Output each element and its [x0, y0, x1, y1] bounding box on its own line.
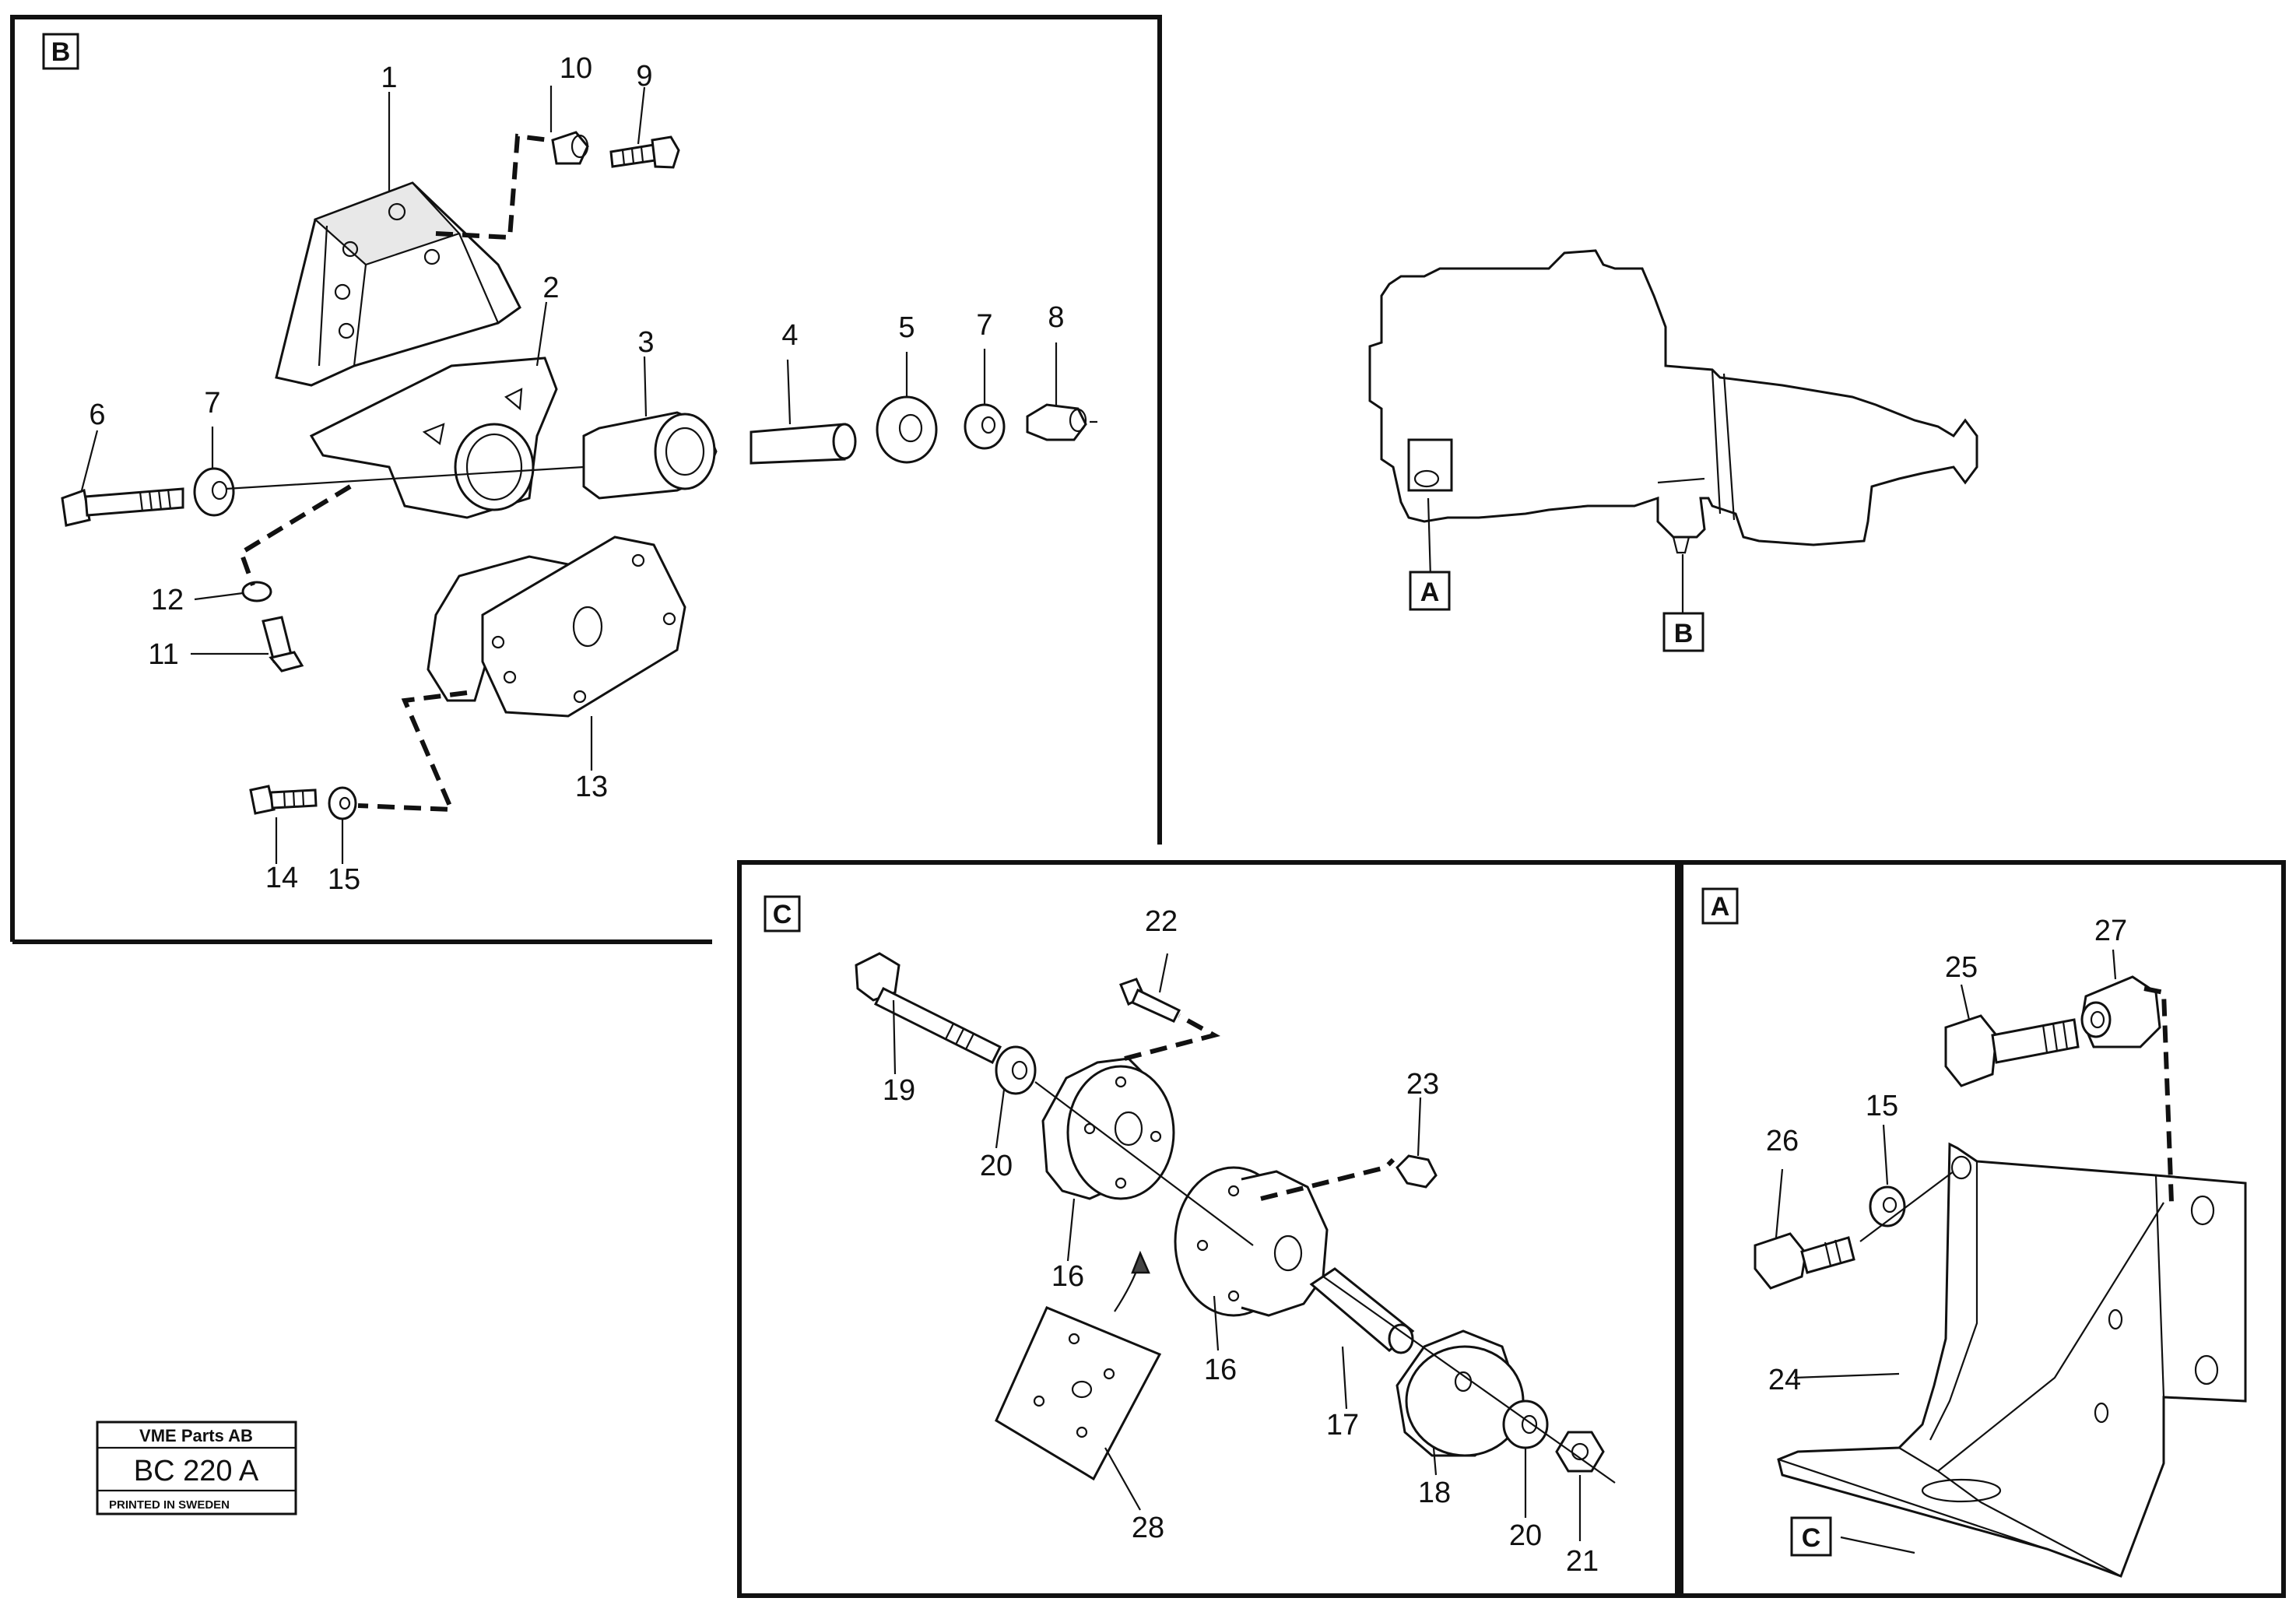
callout-16-right: 16: [1204, 1354, 1237, 1386]
overview-callout-a: A: [1420, 578, 1440, 607]
nut-part-8: [1026, 403, 1087, 441]
washer-part-15-right: [1869, 1185, 1906, 1227]
callout-25: 25: [1945, 951, 1978, 984]
bracket-part-24: [1777, 1142, 2247, 1578]
callout-27: 27: [2094, 915, 2127, 947]
callout-20-left: 20: [980, 1150, 1013, 1182]
callout-9: 9: [636, 60, 652, 93]
dashed-link-bolt-22: [1124, 1013, 1221, 1061]
bolt-part-14: [249, 785, 318, 815]
washer-part-15-left: [328, 786, 357, 820]
callout-16-left: 16: [1051, 1260, 1084, 1293]
bolt-part-9: [609, 135, 680, 169]
nut-part-21: [1555, 1431, 1605, 1473]
callout-15-left: 15: [328, 863, 360, 896]
panel-c-frame: [737, 860, 1680, 1598]
callout-18: 18: [1418, 1477, 1451, 1509]
callout-14: 14: [265, 862, 298, 894]
transmission-silhouette: [1368, 249, 1978, 546]
bushing-part-16-right: [1174, 1166, 1329, 1317]
panel-a-tag-box: [1701, 887, 1739, 925]
callout-23: 23: [1406, 1068, 1439, 1101]
sleeve-part-3: [582, 411, 718, 500]
bolt-part-6: [61, 487, 184, 527]
callout-7-left: 7: [204, 387, 220, 420]
washer-part-7-right: [964, 403, 1006, 450]
overview-transmission: A B: [1368, 249, 1978, 652]
bracket-part-1: [275, 181, 521, 387]
callout-6: 6: [89, 399, 105, 431]
panel-b: B: [10, 15, 1162, 944]
callout-3: 3: [637, 326, 654, 359]
spacer-part-27: [2080, 975, 2161, 1048]
rubber-mount-part-13: [427, 536, 686, 718]
callout-13: 13: [575, 771, 608, 803]
callout-22: 22: [1145, 905, 1178, 938]
title-block: VME Parts AB BC 220 A PRINTED IN SWEDEN: [96, 1421, 297, 1515]
callout-1: 1: [381, 61, 397, 94]
washer-part-7-left: [193, 467, 235, 517]
bolt-part-25: [1944, 1014, 2080, 1087]
bolt-part-11: [262, 616, 304, 673]
callout-8: 8: [1048, 301, 1064, 334]
title-block-frame: [96, 1421, 297, 1515]
callout-11: 11: [148, 638, 178, 671]
callout-24: 24: [1768, 1364, 1801, 1396]
bolt-part-26: [1754, 1232, 1855, 1290]
panel-a-tag: A: [1711, 892, 1730, 922]
plate-part-28: [995, 1306, 1162, 1481]
callout-5: 5: [898, 311, 915, 344]
nut-part-10: [551, 131, 589, 165]
callout-12: 12: [151, 584, 184, 616]
callout-17: 17: [1326, 1409, 1359, 1442]
callout-21: 21: [1566, 1545, 1599, 1578]
nut-part-23: [1396, 1154, 1438, 1189]
callout-15-right: 15: [1866, 1090, 1898, 1122]
callout-4: 4: [781, 319, 798, 352]
title-block-company: VME Parts AB: [139, 1426, 253, 1445]
callout-26: 26: [1766, 1125, 1799, 1157]
sleeve-part-17: [1309, 1267, 1415, 1354]
callout-19: 19: [883, 1074, 915, 1107]
bushing-part-16-left: [1041, 1057, 1175, 1200]
dashed-link-bolt-11: [238, 484, 352, 587]
sleeve-part-4: [750, 423, 857, 465]
overview-callout-b-box: [1662, 612, 1704, 652]
title-block-code: BC 220 A: [134, 1455, 259, 1487]
ref-callout-c-box: [1790, 1516, 1832, 1557]
dashed-link-bolt-9: [435, 133, 549, 241]
panel-a: A: [1679, 860, 2286, 1598]
bolt-part-19: [855, 952, 1002, 1065]
panel-c-tag-box: [764, 895, 801, 932]
mount-position-a: [1407, 438, 1453, 492]
title-block-printed: PRINTED IN SWEDEN: [109, 1498, 230, 1512]
ref-callout-c: C: [1802, 1523, 1821, 1553]
callout-20-right: 20: [1509, 1519, 1542, 1552]
washer-part-5: [876, 395, 938, 464]
callout-10: 10: [560, 52, 592, 85]
panel-c-tag: C: [773, 900, 792, 929]
dashed-link-nut-23: [1260, 1157, 1396, 1201]
washer-part-18: [1396, 1329, 1525, 1457]
callout-2: 2: [542, 272, 559, 304]
washer-part-20-left: [995, 1045, 1037, 1095]
overview-callout-b: B: [1674, 619, 1694, 648]
mount-part-2: [309, 356, 558, 519]
overview-callout-a-box: [1409, 571, 1451, 611]
callout-7-right: 7: [976, 309, 992, 342]
panel-b-tag-box: [42, 33, 79, 70]
assembly-axis-main: [225, 420, 1097, 490]
panel-c: C: [737, 860, 1680, 1598]
washer-part-12: [241, 581, 272, 602]
dashed-link-bolt-25: [2143, 986, 2174, 1203]
bolt-part-22: [1119, 978, 1181, 1023]
panel-b-tag: B: [51, 37, 71, 67]
dashed-link-bolt-14: [357, 690, 468, 813]
panel-a-frame: [1679, 860, 2286, 1598]
panel-b-frame: [10, 15, 1162, 942]
callout-28: 28: [1132, 1512, 1164, 1544]
